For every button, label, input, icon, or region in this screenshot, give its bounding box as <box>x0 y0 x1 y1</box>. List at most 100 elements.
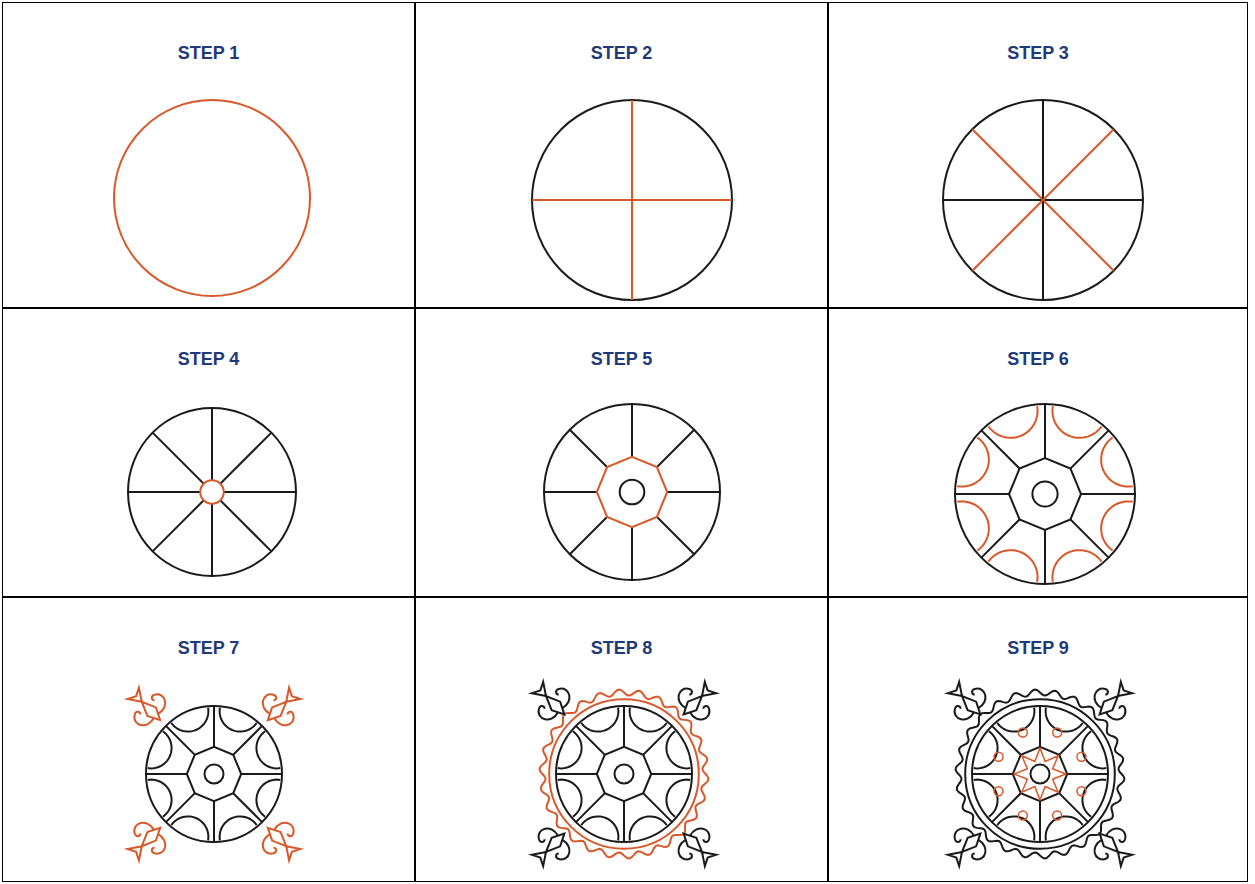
ornament-tip <box>1112 846 1132 866</box>
corner-ornament <box>255 680 308 733</box>
ornament-curl <box>146 834 169 857</box>
step-cell: STEP 3 <box>828 2 1248 308</box>
rim-arc <box>666 731 690 768</box>
ornament-curl <box>551 839 574 862</box>
step-heading: STEP 2 <box>416 43 827 64</box>
sector-dot <box>1018 728 1027 737</box>
ornament-tip <box>696 846 716 866</box>
ornament-curl <box>131 819 154 842</box>
step-heading: STEP 8 <box>416 638 827 659</box>
rim-arc <box>171 816 208 840</box>
rim-arc <box>1101 501 1133 550</box>
spoke-line <box>570 430 694 554</box>
base-circle <box>972 706 1108 842</box>
step-cell: STEP 9 <box>828 597 1248 882</box>
rim-arc <box>558 780 582 817</box>
step-cell: STEP 5 <box>415 308 828 597</box>
rim-arc <box>581 816 618 840</box>
octagon <box>187 747 241 801</box>
ornament-curl <box>674 685 697 708</box>
spoke-line <box>981 430 1108 557</box>
sector-dot <box>1053 728 1062 737</box>
ornament-curl <box>131 706 154 729</box>
rim-arc <box>988 550 1037 582</box>
rim-arc <box>1082 780 1106 817</box>
center-circle <box>204 764 223 783</box>
base-circle <box>556 706 692 842</box>
base-circle <box>943 100 1143 300</box>
spoke-line <box>166 726 262 822</box>
ornament-curl <box>1105 824 1128 847</box>
base-circle <box>544 404 720 580</box>
rim-arc <box>148 731 172 768</box>
center-circle <box>620 480 645 505</box>
rim-arc <box>997 708 1034 732</box>
octagon <box>597 747 651 801</box>
ornament-curl <box>951 701 974 724</box>
center-circle <box>614 764 633 783</box>
corner-ornament <box>940 821 993 874</box>
wavy-ring <box>540 690 709 859</box>
step-heading: STEP 6 <box>829 349 1247 370</box>
ornament-curl <box>146 691 169 714</box>
ornament-curl <box>274 706 297 729</box>
sector-dot <box>1053 811 1062 820</box>
rim-arc <box>957 501 989 550</box>
mandala-drawing <box>943 100 1143 300</box>
corner-ornament <box>255 815 308 868</box>
corner-ornament <box>524 821 577 874</box>
corner-ornament <box>671 674 724 727</box>
rim-arc <box>974 731 998 768</box>
ornament-tip <box>281 841 301 861</box>
rim-arc <box>148 780 172 817</box>
ornament-curl <box>259 834 282 857</box>
sector-dot <box>1018 811 1027 820</box>
center-circle <box>1032 481 1057 506</box>
ornament-tip <box>532 846 552 866</box>
octagon <box>1009 458 1081 530</box>
spoke-line <box>972 129 1113 270</box>
rim-arc <box>957 437 989 486</box>
rim-arc <box>220 708 257 732</box>
ornament-tip <box>1112 682 1132 702</box>
rim-arc <box>1046 708 1083 732</box>
base-circle <box>146 706 282 842</box>
mandala-drawing <box>940 674 1139 873</box>
rim-arc <box>630 816 667 840</box>
rim-arc <box>171 708 208 732</box>
mandala-drawing <box>524 674 723 873</box>
ornament-curl <box>535 701 558 724</box>
step-cell: STEP 8 <box>415 597 828 882</box>
ornament-curl <box>967 839 990 862</box>
outer-ring <box>965 699 1115 849</box>
corner-ornament <box>524 674 577 727</box>
mandala-drawing <box>544 404 720 580</box>
mandala-drawing <box>955 404 1135 584</box>
step-cell: STEP 7 <box>2 597 415 882</box>
ornament-curl <box>1090 839 1113 862</box>
step-cell: STEP 6 <box>828 308 1248 597</box>
wavy-ring <box>956 690 1125 859</box>
ornament-curl <box>551 685 574 708</box>
spoke-line <box>153 433 272 552</box>
corner-ornament <box>120 815 173 868</box>
base-circle <box>114 100 310 296</box>
octagon <box>597 457 667 527</box>
ornament-tip <box>696 682 716 702</box>
mandala-drawing <box>114 100 310 296</box>
ornament-tip <box>128 841 148 861</box>
corner-ornament <box>940 674 993 727</box>
center-circle <box>200 480 224 504</box>
sector-dot <box>994 787 1003 796</box>
base-circle <box>955 404 1135 584</box>
ornament-curl <box>1105 701 1128 724</box>
center-circle <box>1030 764 1049 783</box>
corner-ornament <box>1087 821 1140 874</box>
spoke-line <box>992 726 1088 822</box>
rim-arc <box>220 816 257 840</box>
rim-arc <box>997 816 1034 840</box>
spoke-line <box>576 726 672 822</box>
rim-arc <box>256 780 280 817</box>
step-cell: STEP 1 <box>2 2 415 308</box>
